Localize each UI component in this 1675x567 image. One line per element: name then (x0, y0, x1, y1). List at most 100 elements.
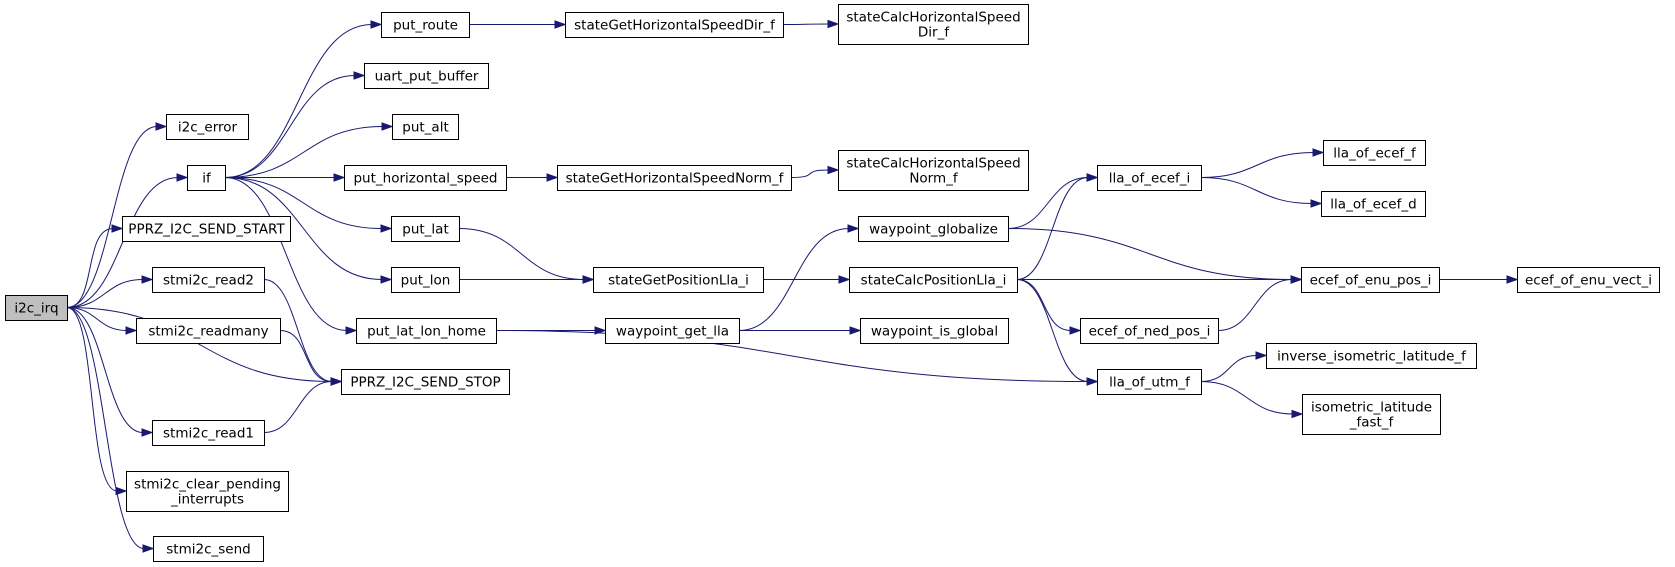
node-statecalcpositionlla-i[interactable]: stateCalcPositionLla_i (849, 267, 1018, 293)
node-ecef-of-enu-vect-i[interactable]: ecef_of_enu_vect_i (1517, 267, 1660, 293)
node-put-lon[interactable]: put_lon (391, 267, 460, 293)
edge-stmi2c_read1-to-PPRZ_I2C_SEND_STOP (263, 377, 343, 433)
node-label: stmi2c_readmany (148, 324, 268, 340)
node-label: stateCalcHorizontalSpeed (846, 156, 1020, 172)
node-put-route[interactable]: put_route (381, 12, 470, 38)
edge-ecef_of_enu_pos_i-to-ecef_of_enu_vect_i (1438, 275, 1519, 284)
node-waypoint-get-lla[interactable]: waypoint_get_lla (605, 318, 740, 344)
node-lla-of-ecef-i[interactable]: lla_of_ecef_i (1097, 165, 1202, 191)
node-i2c-irq[interactable]: i2c_irq (5, 295, 68, 321)
node-box (1301, 267, 1440, 293)
edge-stateCalcPositionLla_i-to-ecef_of_ned_pos_i (1016, 279, 1082, 335)
node-waypoint-globalize[interactable]: waypoint_globalize (858, 216, 1009, 242)
edge-put_lat-to-stateGetPositionLla_i (458, 228, 595, 284)
node-label: lla_of_ecef_d (1330, 197, 1416, 213)
node-ecef-of-enu-pos-i[interactable]: ecef_of_enu_pos_i (1301, 267, 1440, 293)
node-lla-of-utm-f[interactable]: lla_of_utm_f (1097, 369, 1202, 395)
node-put-alt[interactable]: put_alt (392, 114, 459, 140)
node-box (153, 536, 264, 562)
edge-stateCalcPositionLla_i-to-lla_of_utm_f (1016, 279, 1099, 386)
node-stmi2c-readmany[interactable]: stmi2c_readmany (136, 318, 281, 344)
node-label: stateGetPositionLla_i (608, 273, 749, 289)
node-box (1321, 191, 1426, 217)
node-box (126, 471, 289, 512)
node-box (391, 267, 460, 293)
node-label: lla_of_utm_f (1109, 375, 1191, 391)
node-stmi2c-read2[interactable]: stmi2c_read2 (152, 267, 265, 293)
node-stmi2c-read1[interactable]: stmi2c_read1 (152, 420, 265, 446)
node-i2c-error[interactable]: i2c_error (166, 114, 249, 140)
node-box (344, 165, 507, 191)
node-label: put_horizontal_speed (353, 171, 497, 187)
node-box (364, 63, 489, 89)
node-box (1517, 267, 1660, 293)
node-label: PPRZ_I2C_SEND_STOP (350, 375, 500, 391)
node-label: Norm_f (909, 171, 959, 187)
node-box (1266, 343, 1477, 369)
node-label: stateGetHorizontalSpeedDir_f (574, 18, 776, 34)
node-box (858, 216, 1009, 242)
node-stategethorizontalspeeddir-f[interactable]: stateGetHorizontalSpeedDir_f (565, 12, 784, 38)
edge-i2c_irq-to-i2c_error (66, 122, 168, 308)
edge-lla_of_utm_f-to-isometric_latitude_fast_f (1200, 381, 1304, 419)
node-lla-of-ecef-d[interactable]: lla_of_ecef_d (1321, 191, 1426, 217)
node-box (1302, 394, 1441, 435)
node-box (136, 318, 281, 344)
node-box (565, 12, 784, 38)
node-pprz-i2c-send-stop[interactable]: PPRZ_I2C_SEND_STOP (341, 369, 510, 395)
edge-put_horizontal_speed-to-stateGetHorizontalSpeedNorm_f (506, 173, 559, 182)
node-label: i2c_error (178, 120, 238, 136)
node-label: waypoint_get_lla (616, 324, 729, 340)
node-label: ecef_of_enu_vect_i (1525, 273, 1652, 289)
node-isometric-latitude-fast-f[interactable]: isometric_latitude_fast_f (1302, 394, 1441, 435)
node-box (860, 318, 1009, 344)
node-put-lat-lon-home[interactable]: put_lat_lon_home (356, 318, 497, 344)
node-label: stateCalcPositionLla_i (861, 273, 1007, 289)
edge-if-to-put_lat_lon_home (224, 177, 358, 335)
node-label: stmi2c_read2 (163, 273, 254, 289)
node-label: waypoint_is_global (871, 324, 998, 340)
node-box (1323, 140, 1426, 166)
node-ecef-of-ned-pos-i[interactable]: ecef_of_ned_pos_i (1080, 318, 1219, 344)
edge-i2c_irq-to-stmi2c_clear_pending_interrupts (66, 307, 128, 496)
node-waypoint-is-global[interactable]: waypoint_is_global (860, 318, 1009, 344)
node-label: uart_put_buffer (375, 69, 479, 85)
node-stategetpositionlla-i[interactable]: stateGetPositionLla_i (593, 267, 764, 293)
node-box (1080, 318, 1219, 344)
node-box (838, 4, 1029, 45)
edge-if-to-put_alt (224, 122, 394, 178)
node-box (356, 318, 497, 344)
node-box (381, 12, 470, 38)
edge-if-to-put_horizontal_speed (225, 173, 346, 182)
edge-i2c_irq-to-stmi2c_send (66, 307, 155, 553)
node-lla-of-ecef-f[interactable]: lla_of_ecef_f (1323, 140, 1426, 166)
node-label: put_lat_lon_home (367, 324, 486, 340)
node-put-horizontal-speed[interactable]: put_horizontal_speed (344, 165, 507, 191)
node-box (391, 216, 460, 242)
nodes-layer: i2c_irq i2c_errorifPPRZ_I2C_SEND_STARTstm… (5, 4, 1660, 562)
node-stategethorizontalspeednorm-f[interactable]: stateGetHorizontalSpeedNorm_f (557, 165, 792, 191)
edge-waypoint_get_lla-to-waypoint_is_global (739, 326, 862, 335)
node-label: PPRZ_I2C_SEND_START (128, 222, 285, 238)
node-pprz-i2c-send-start[interactable]: PPRZ_I2C_SEND_START (122, 216, 291, 242)
node-label: isometric_latitude (1311, 400, 1432, 416)
edge-lla_of_ecef_i-to-lla_of_ecef_d (1200, 177, 1323, 208)
node-if[interactable]: if (187, 165, 226, 191)
node-box (605, 318, 740, 344)
node-inverse-isometric-latitude-f[interactable]: inverse_isometric_latitude_f (1266, 343, 1477, 369)
node-uart-put-buffer[interactable]: uart_put_buffer (364, 63, 489, 89)
node-stmi2c-clear-pending-interrupts[interactable]: stmi2c_clear_pending_interrupts (126, 471, 289, 512)
node-box (557, 165, 792, 191)
node-label: put_route (393, 18, 458, 34)
node-box (187, 165, 226, 191)
edge-stateGetHorizontalSpeedDir_f-to-stateCalcHorizontalSpeedDir_f (782, 19, 840, 29)
node-box (1097, 369, 1202, 395)
node-put-lat[interactable]: put_lat (391, 216, 460, 242)
node-label: i2c_irq (14, 301, 58, 317)
edge-stateCalcPositionLla_i-to-ecef_of_enu_pos_i (1016, 275, 1303, 284)
node-stmi2c-send[interactable]: stmi2c_send (153, 536, 264, 562)
node-label: stmi2c_clear_pending (134, 477, 281, 493)
